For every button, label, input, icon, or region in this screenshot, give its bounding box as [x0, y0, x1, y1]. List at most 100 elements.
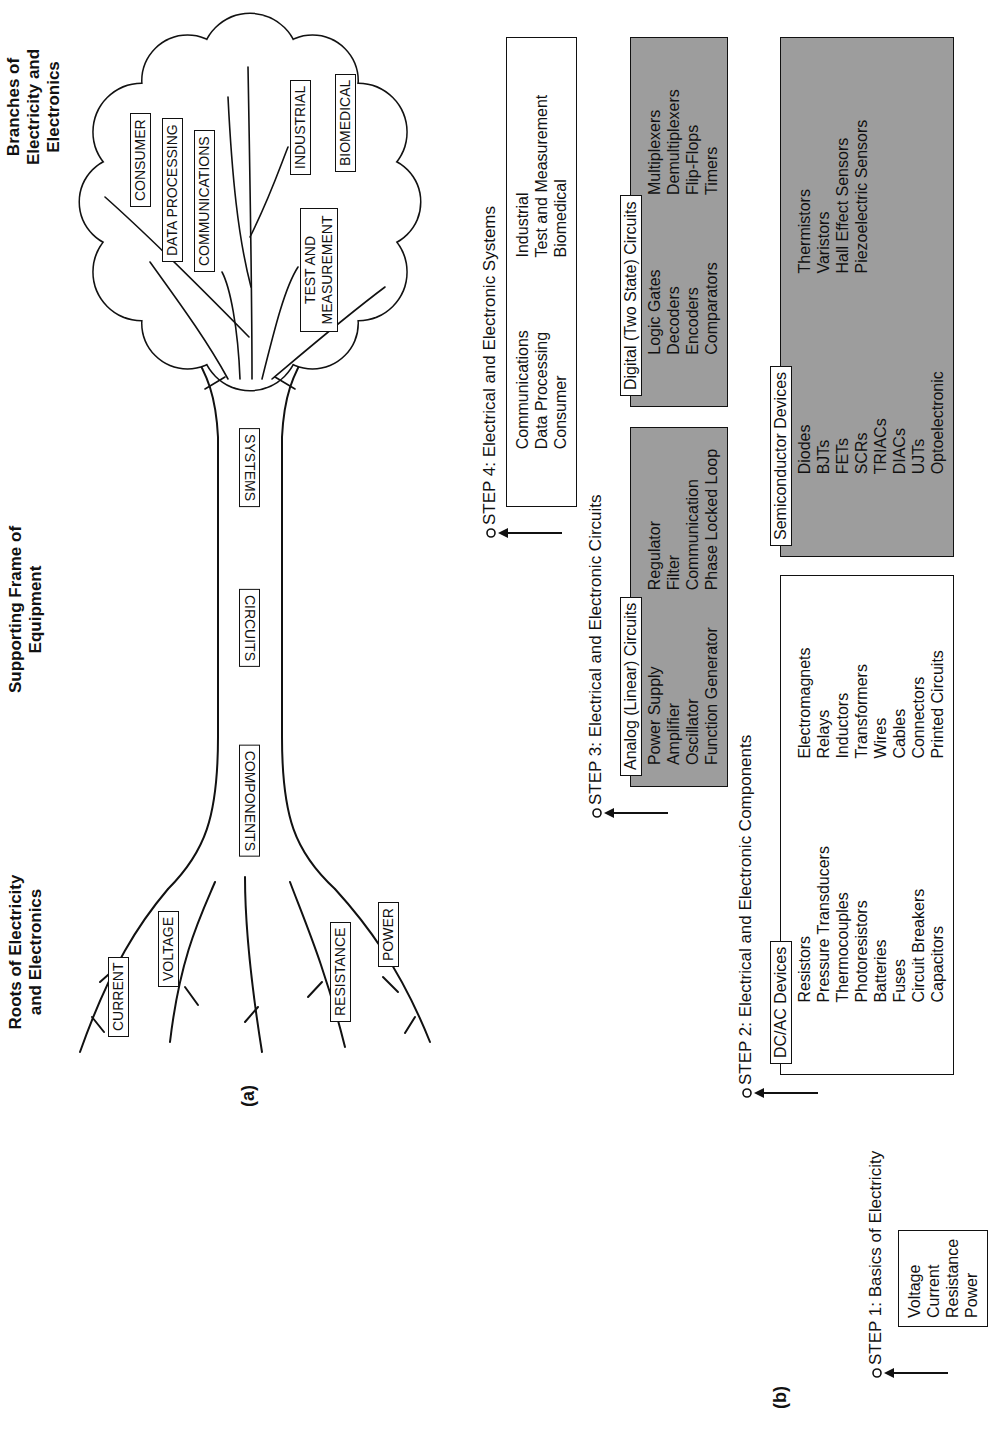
category-box: Semiconductor DevicesDiodesBJTsFETsSCRsT… — [780, 37, 954, 557]
label-text: CURRENT — [110, 963, 126, 1031]
tree-label: BIOMEDICAL — [335, 74, 356, 172]
tree-canopy-fill — [80, 14, 420, 390]
box-heading: DC/AC Devices — [770, 941, 792, 1064]
list-item: Timers — [702, 89, 721, 195]
list-item: Current — [924, 1239, 943, 1318]
item-column: IndustrialTest and MeasurementBiomedical — [513, 95, 570, 258]
list-item: Diodes — [795, 371, 814, 474]
tree-label: COMMUNICATIONS — [194, 130, 215, 272]
list-item: BJTs — [814, 371, 833, 474]
box-heading: Semiconductor Devices — [770, 366, 792, 546]
label-text: COMPONENTS — [242, 751, 258, 851]
list-item: DIACs — [890, 371, 909, 474]
item-columns: CommunicationsData ProcessingConsumer Ind… — [513, 46, 570, 498]
tree-label: CONSUMER — [130, 113, 151, 207]
list-item: Oscillator — [683, 627, 702, 765]
list-item: Amplifier — [664, 627, 683, 765]
list-item: Wires — [871, 647, 890, 758]
item-columns: Power SupplyAmplifierOscillatorFunction … — [645, 436, 721, 778]
tree-label: TEST AND MEASUREMENT — [300, 208, 338, 332]
list-item: Flip-Flops — [683, 89, 702, 195]
item-column: Power SupplyAmplifierOscillatorFunction … — [645, 627, 721, 765]
trunk-label: CIRCUITS — [239, 589, 260, 667]
tree-label: INDUSTRIAL — [290, 80, 311, 175]
item-column: ElectromagnetsRelaysInductorsTransformer… — [795, 647, 947, 758]
list-item: Filter — [664, 449, 683, 590]
category-box: Analog (Linear) CircuitsPower SupplyAmpl… — [630, 427, 728, 787]
list-item: FETs — [833, 371, 852, 474]
item-column: VoltageCurrentResistancePower — [905, 1239, 981, 1318]
list-item: Phase Locked Loop — [702, 449, 721, 590]
item-column: RegulatorFilterCommunicationPhase Locked… — [645, 449, 721, 590]
list-item: Consumer — [551, 330, 570, 449]
part-caption: (b) — [770, 1386, 791, 1409]
list-item: Communication — [683, 449, 702, 590]
list-item: Fuses — [890, 846, 909, 1003]
box-heading: Analog (Linear) Circuits — [620, 597, 642, 776]
list-item: Hall Effect Sensors — [833, 120, 852, 274]
list-item: Power Supply — [645, 627, 664, 765]
list-item: Decoders — [664, 262, 683, 354]
tree-label: POWER — [378, 902, 399, 967]
list-item: Printed Circuits — [928, 647, 947, 758]
list-item: Thermistors — [795, 120, 814, 274]
label-text: VOLTAGE — [160, 917, 176, 981]
step-heading: STEP 2: Electrical and Electronic Compon… — [736, 735, 756, 1085]
list-item: Data Processing — [532, 330, 551, 449]
tree-label: RESISTANCE — [330, 922, 351, 1022]
list-item: Thermocouples — [833, 846, 852, 1003]
list-item: Multiplexers — [645, 89, 664, 195]
item-column: Logic GatesDecodersEncodersComparators — [645, 262, 721, 354]
trunk-label: COMPONENTS — [239, 745, 260, 857]
list-item: Relays — [814, 647, 833, 758]
item-columns: DiodesBJTsFETsSCRsTRIACsDIACsUJTsOptoele… — [795, 46, 947, 548]
label-text: COMMUNICATIONS — [196, 136, 212, 266]
list-item: Demultiplexers — [664, 89, 683, 195]
part-caption: (a) — [238, 1085, 259, 1107]
list-item: Varistors — [814, 120, 833, 274]
step-heading: STEP 1: Basics of Electricity — [866, 1151, 886, 1365]
tree-trunk — [168, 347, 335, 889]
tree-label: VOLTAGE — [158, 911, 179, 987]
list-item: Optoelectronic — [928, 371, 947, 474]
list-item: Comparators — [702, 262, 721, 354]
list-item: Logic Gates — [645, 262, 664, 354]
list-item: Encoders — [683, 262, 702, 354]
list-item: Cables — [890, 647, 909, 758]
category-box: DC/AC DevicesResistorsPressure Transduce… — [780, 575, 954, 1075]
item-column: MultiplexersDemultiplexersFlip-FlopsTime… — [645, 89, 721, 195]
list-item: Test and Measurement — [532, 95, 551, 258]
list-item: Regulator — [645, 449, 664, 590]
step-heading: STEP 3: Electrical and Electronic Circui… — [586, 494, 606, 805]
list-item: Inductors — [833, 647, 852, 758]
label-text: INDUSTRIAL — [292, 86, 308, 169]
item-columns: VoltageCurrentResistancePower — [905, 1239, 981, 1318]
item-columns: Logic GatesDecodersEncodersComparators Mu… — [645, 46, 721, 398]
list-item: Industrial — [513, 95, 532, 258]
label-text: RESISTANCE — [332, 928, 348, 1016]
item-column: CommunicationsData ProcessingConsumer — [513, 330, 570, 449]
list-item: Pressure Transducers — [814, 846, 833, 1003]
side-label: Roots of Electricity and Electronics — [6, 862, 46, 1042]
label-text: BIOMEDICAL — [337, 80, 353, 166]
label-text: CONSUMER — [132, 119, 148, 201]
tree-roots — [80, 877, 430, 1052]
list-item: Photoresistors — [852, 846, 871, 1003]
tree-branches — [105, 67, 385, 389]
tree-canopy — [80, 14, 420, 390]
side-label: Branches of Electricity and Electronics — [4, 32, 64, 182]
list-item: Transformers — [852, 647, 871, 758]
list-item: TRIACs — [871, 371, 890, 474]
item-column: DiodesBJTsFETsSCRsTRIACsDIACsUJTsOptoele… — [795, 371, 947, 474]
list-item: Resistance — [943, 1239, 962, 1318]
tree-label: CURRENT — [108, 957, 129, 1037]
list-item: Resistors — [795, 846, 814, 1003]
item-column: ThermistorsVaristorsHall Effect SensorsP… — [795, 120, 947, 274]
list-item: Communications — [513, 330, 532, 449]
label-text: TEST AND MEASUREMENT — [302, 216, 335, 325]
list-item: Biomedical — [551, 95, 570, 258]
item-columns: ResistorsPressure TransducersThermocoupl… — [795, 584, 947, 1066]
list-item: Power — [962, 1239, 981, 1318]
category-box: VoltageCurrentResistancePower — [898, 1230, 988, 1327]
list-item: Voltage — [905, 1239, 924, 1318]
